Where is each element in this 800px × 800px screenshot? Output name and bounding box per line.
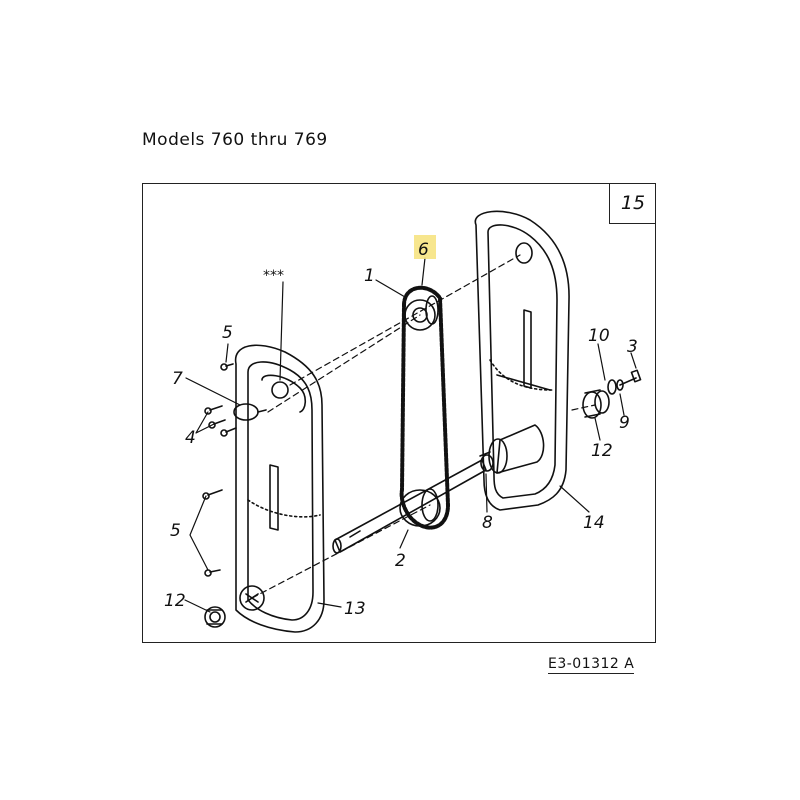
drive-chain [399,285,450,530]
diagram-title: Models 760 thru 769 [142,130,328,150]
assembly-lines [251,254,596,599]
washer [607,379,624,395]
page-number-box: 15 [609,183,656,224]
upper-sprocket [404,295,439,331]
callout-5-lower: 5 [170,521,181,541]
output-hub [479,424,545,474]
callout-7: 7 [172,369,183,389]
leader-lines [184,257,637,613]
callout-4: 4 [185,428,196,448]
callout-8: 8 [482,513,493,533]
callout-9: 9 [619,413,630,433]
reference-code: E3-01312 A [548,656,635,674]
vent-plug [233,403,267,421]
left-case-half [234,344,325,633]
callout-14: 14 [583,513,605,533]
right-seal [582,389,610,419]
callout-2: 2 [395,551,406,571]
callout-12-left: 12 [164,591,186,611]
case-screws [202,363,237,577]
callout-12-right: 12 [591,441,613,461]
callout-1: 1 [364,266,375,286]
axle-shaft [332,459,487,554]
left-seal [204,606,226,628]
callout-13: 13 [344,599,366,619]
callout-5-upper: 5 [222,323,233,343]
right-case-half [474,210,570,511]
bolt [619,369,642,386]
callout-6: 6 [418,240,429,260]
diagram-frame [142,183,656,643]
callout-stars: *** [263,268,284,284]
callout-3: 3 [627,337,638,357]
callout-6-highlight [414,235,436,259]
callout-10: 10 [588,326,610,346]
